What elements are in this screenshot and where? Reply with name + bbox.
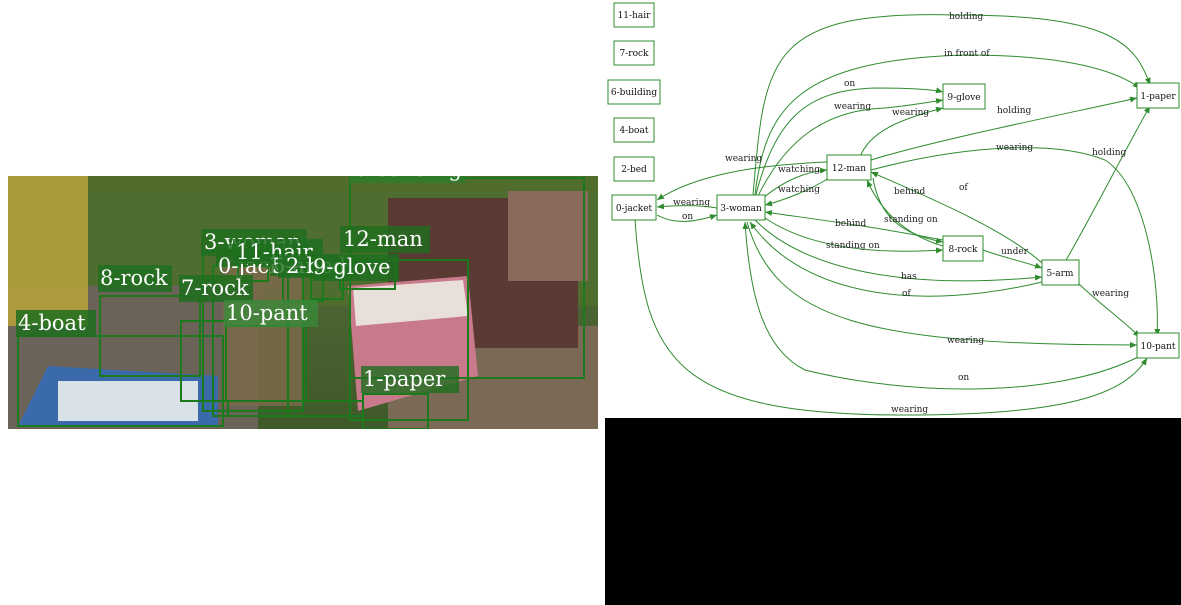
node-bed-box	[613, 156, 655, 182]
edge-jacket-woman-on	[656, 214, 718, 222]
empty-black-panel	[605, 418, 1181, 605]
node-arm: 5-arm	[1047, 269, 1074, 279]
edge-arm-pant-wearing	[1076, 281, 1141, 338]
node-paper-box	[1136, 82, 1180, 109]
node-woman-box	[716, 194, 766, 221]
edge-label-rock8-man-behind: behind	[894, 187, 926, 197]
label-boat: 4-boat	[18, 311, 86, 335]
edge-woman-jacket-wearing	[656, 203, 718, 210]
edge-label-man-pant-wearing: wearing	[996, 143, 1033, 153]
edge-woman-pant-wearing	[746, 221, 1138, 348]
scene-photo: 6-building 3-woman 12-man 0-jacket 11-ha…	[8, 176, 598, 429]
edge-woman-glove-wearing	[756, 98, 944, 199]
boat-inner	[58, 381, 198, 421]
node-woman: 3-woman	[720, 204, 762, 214]
edge-arm-paper-holding	[1064, 105, 1151, 263]
edge-rock8-man-behind	[866, 179, 944, 247]
edge-label-woman-glove-on: on	[844, 79, 855, 89]
edge-label-woman-paper-holding: holding	[949, 12, 984, 22]
edge-woman-rock8-standing	[764, 217, 944, 254]
bed-cover	[353, 280, 468, 326]
edge-man-glove-wearing	[859, 106, 944, 158]
edge-label-woman-rock8-standing: standing on	[826, 241, 880, 251]
label-pant: 10-pant	[226, 301, 308, 325]
graph-edges	[634, 14, 1161, 416]
node-pant-box	[1136, 332, 1180, 359]
node-arm-box	[1041, 259, 1080, 286]
label-rock8: 8-rock	[100, 266, 168, 290]
edge-label-man-paper-holding: holding	[997, 106, 1032, 116]
edge-label-man-glove-wearing: wearing	[892, 108, 929, 118]
edge-label-arm-paper-holding: holding	[1092, 148, 1127, 158]
edge-label-jacket-woman-on: on	[682, 212, 693, 222]
edge-label-man-woman-watching: watching	[778, 185, 820, 195]
edge-label-woman-man-watching: watching	[778, 165, 820, 175]
edge-label-arm-woman-of: of	[902, 289, 911, 299]
node-glove-box	[942, 83, 986, 110]
node-rock7: 7-rock	[620, 49, 650, 59]
edge-man-woman-watching	[764, 177, 830, 207]
edge-label-rock8-woman-behind: behind	[835, 219, 867, 229]
edge-woman-paper-holding	[752, 14, 1151, 196]
box-bed	[349, 259, 469, 421]
edge-woman-paper-infront	[754, 54, 1141, 196]
edge-woman-arm-has	[754, 219, 1043, 282]
edge-label-jacket-pant-wearing: wearing	[891, 405, 928, 415]
node-jacket: 0-jacket	[616, 204, 653, 214]
scene-graph: holding in front of on wearing wearing h…	[607, 2, 1180, 416]
edge-label-woman-jacket-wearing: wearing	[673, 198, 710, 208]
node-bed: 2-bed	[621, 165, 647, 175]
yellow-flag	[8, 176, 88, 326]
label-building: 6-building	[354, 176, 462, 181]
label-glove: 9-glove	[313, 255, 391, 279]
node-glove: 9-glove	[947, 93, 980, 103]
label-paper: 1-paper	[363, 367, 446, 391]
node-rock8-box	[942, 235, 984, 262]
node-hair: 11-hair	[618, 11, 652, 21]
node-hair-box	[613, 2, 655, 28]
edge-woman-glove-on	[754, 87, 944, 199]
edge-rock8-woman-behind	[764, 210, 944, 241]
edge-man-jacket-wearing	[656, 161, 828, 201]
edge-pant-woman-on	[742, 221, 1141, 390]
edge-label-woman-pant-wearing: wearing	[947, 336, 984, 346]
node-rock8: 8-rock	[949, 245, 979, 255]
edge-label-arm-pant-wearing: wearing	[1092, 289, 1129, 299]
node-labels: 11-hair 7-rock 6-building 4-boat 2-bed 0…	[611, 11, 1176, 352]
edge-label-arm-man-of: of	[959, 183, 968, 193]
edge-label-rock8-arm-under: under	[1001, 247, 1029, 257]
edge-label-woman-glove-wearing: wearing	[834, 102, 871, 112]
box-boat	[17, 335, 224, 427]
edge-jacket-pant-wearing	[634, 219, 1148, 416]
edge-label-woman-paper-infront: in front of	[944, 49, 990, 59]
node-building: 6-building	[611, 88, 658, 98]
node-boat: 4-boat	[620, 126, 649, 136]
edge-label-man-rock8-standing: standing on	[884, 215, 938, 225]
node-jacket-box	[611, 194, 657, 221]
edge-woman-man-watching	[762, 167, 828, 199]
edge-label-woman-arm-has: has	[901, 272, 917, 282]
node-rock7-box	[613, 40, 655, 66]
node-building-box	[607, 79, 661, 105]
graph-nodes	[607, 2, 1180, 359]
node-man: 12-man	[832, 164, 866, 174]
box-bottom-strip	[227, 400, 364, 417]
node-paper: 1-paper	[1140, 92, 1176, 102]
edge-arm-woman-of	[749, 221, 1043, 297]
edge-label-pant-woman-on: on	[958, 373, 969, 383]
edge-arm-man-of	[870, 171, 1043, 264]
edge-label-man-jacket-wearing: wearing	[725, 154, 762, 164]
node-pant: 10-pant	[1140, 342, 1175, 352]
edge-man-rock8-standing	[872, 177, 944, 244]
label-man: 12-man	[343, 227, 423, 251]
train-front	[508, 191, 588, 281]
edge-man-pant-wearing	[870, 147, 1161, 337]
edge-man-paper-holding	[870, 96, 1138, 161]
edge-labels: holding in front of on wearing wearing h…	[673, 12, 1129, 415]
node-boat-box	[613, 117, 655, 143]
node-man-box	[826, 154, 872, 181]
edge-rock8-arm-under	[982, 249, 1043, 269]
photo-labels: 6-building 3-woman 12-man 0-jacket 11-ha…	[16, 176, 466, 393]
label-rock7: 7-rock	[181, 276, 249, 300]
